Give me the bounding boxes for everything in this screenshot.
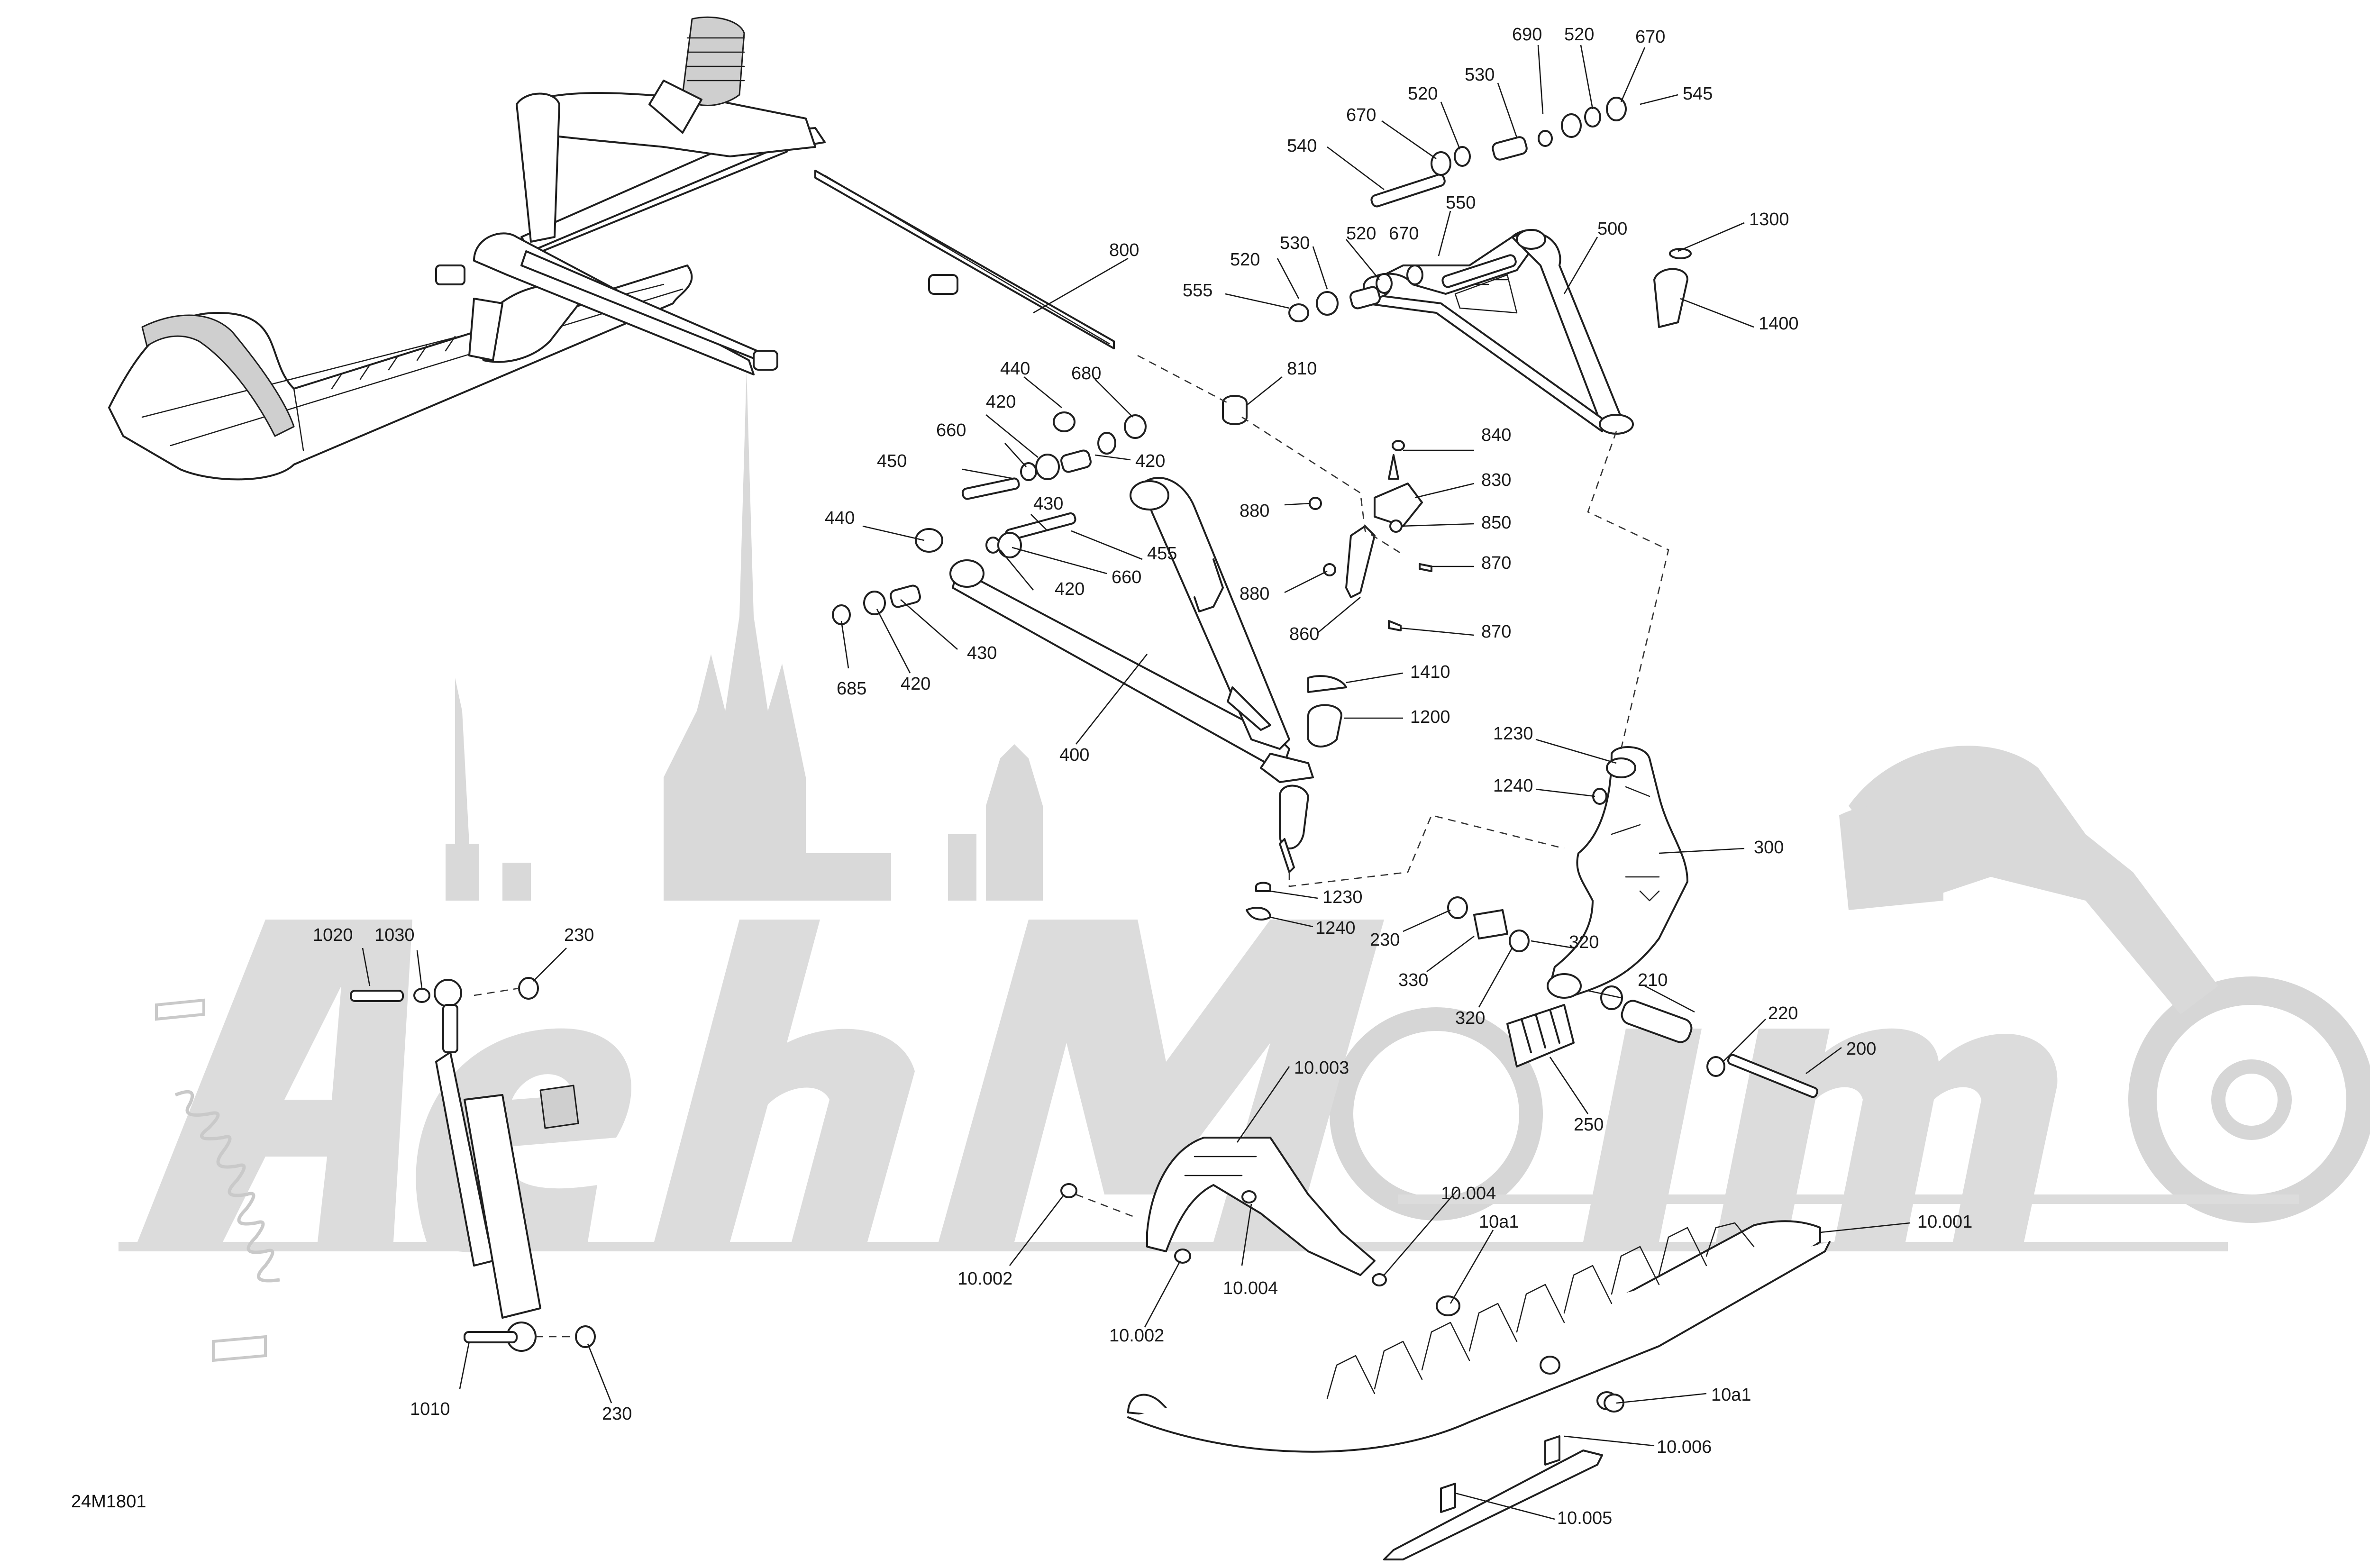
callout-455: 455 — [1147, 544, 1177, 564]
callout-680: 680 — [1071, 364, 1101, 383]
callout-520: 520 — [1408, 84, 1438, 104]
callout-210: 210 — [1638, 970, 1668, 990]
callout-1400: 1400 — [1759, 314, 1799, 334]
callout-1030: 1030 — [374, 925, 415, 945]
callout-530: 530 — [1280, 233, 1310, 253]
callout-545: 545 — [1683, 84, 1713, 104]
callout-660: 660 — [936, 420, 966, 440]
callout-520: 520 — [1564, 25, 1594, 45]
callout-1020: 1020 — [313, 925, 353, 945]
steering-link — [1309, 440, 1432, 631]
callout-685: 685 — [837, 679, 866, 699]
callout-1230: 1230 — [1493, 724, 1533, 744]
callout-320: 320 — [1569, 932, 1599, 952]
callout-10a1: 10a1 — [1479, 1212, 1519, 1232]
callout-10.002: 10.002 — [957, 1269, 1012, 1289]
callout-1010: 1010 — [410, 1399, 450, 1419]
callout-1240: 1240 — [1493, 776, 1533, 796]
spring-ghost — [155, 998, 280, 1362]
callout-10.001: 10.001 — [1917, 1212, 1972, 1232]
assembly-paths — [474, 355, 1669, 1338]
callout-550: 550 — [1446, 193, 1476, 213]
callout-1200: 1200 — [1410, 707, 1450, 727]
callout-400: 400 — [1059, 745, 1089, 765]
callout-10a1: 10a1 — [1711, 1385, 1751, 1405]
callout-230: 230 — [564, 925, 594, 945]
callout-670: 670 — [1346, 105, 1376, 125]
upper-hardware — [1222, 97, 1692, 425]
watermark-motorcycle — [1330, 746, 2370, 1223]
callout-230: 230 — [1370, 930, 1400, 950]
callout-670: 670 — [1389, 224, 1419, 244]
callout-860: 860 — [1289, 624, 1319, 644]
watermark-skyline — [446, 370, 1043, 901]
assembled-suspension — [108, 16, 1115, 481]
callout-1230: 1230 — [1322, 887, 1363, 907]
callout-810: 810 — [1287, 359, 1317, 379]
callout-1240: 1240 — [1315, 918, 1356, 938]
callout-220: 220 — [1768, 1003, 1798, 1023]
callout-250: 250 — [1574, 1115, 1604, 1135]
callout-530: 530 — [1465, 65, 1495, 85]
callout-660: 660 — [1112, 567, 1141, 587]
callout-420: 420 — [901, 674, 930, 694]
callout-330: 330 — [1398, 970, 1428, 990]
callout-10.002: 10.002 — [1109, 1326, 1164, 1346]
callout-840: 840 — [1481, 425, 1511, 445]
callout-880: 880 — [1240, 501, 1269, 521]
callout-880: 880 — [1240, 584, 1269, 604]
callout-850: 850 — [1481, 513, 1511, 533]
callout-430: 430 — [1033, 494, 1063, 514]
callout-870: 870 — [1481, 553, 1511, 573]
callout-420: 420 — [1055, 579, 1085, 599]
leader-lines — [362, 45, 1911, 1520]
callout-520: 520 — [1230, 250, 1260, 270]
callout-200: 200 — [1846, 1039, 1876, 1059]
spindle — [1246, 746, 1819, 1098]
callout-440: 440 — [825, 508, 855, 528]
callout-800: 800 — [1109, 240, 1139, 260]
callout-300: 300 — [1754, 838, 1784, 857]
lower-a-arm — [949, 477, 1314, 873]
callout-555: 555 — [1183, 281, 1212, 301]
callout-500: 500 — [1597, 219, 1627, 239]
callout-320: 320 — [1455, 1008, 1485, 1028]
callout-10.006: 10.006 — [1657, 1437, 1712, 1457]
callout-420: 420 — [986, 392, 1016, 412]
callout-10.003: 10.003 — [1294, 1058, 1349, 1078]
callout-420: 420 — [1135, 451, 1165, 471]
lower-hardware — [832, 411, 1347, 748]
callout-520: 520 — [1346, 224, 1376, 244]
ski-loop — [1060, 1137, 1387, 1286]
diagram-reference-code: 24M1801 — [71, 1492, 146, 1512]
callout-10.005: 10.005 — [1557, 1508, 1612, 1528]
callout-1300: 1300 — [1749, 210, 1789, 229]
callout-230: 230 — [602, 1404, 632, 1424]
callout-10.004: 10.004 — [1223, 1278, 1278, 1298]
ski — [1127, 1220, 1831, 1560]
callout-1410: 1410 — [1410, 662, 1450, 682]
callout-10.004: 10.004 — [1441, 1184, 1496, 1203]
callout-690: 690 — [1512, 25, 1542, 45]
callout-670: 670 — [1635, 27, 1665, 47]
callout-440: 440 — [1000, 359, 1030, 379]
shock-absorber — [350, 977, 596, 1352]
callout-540: 540 — [1287, 136, 1317, 156]
callout-450: 450 — [877, 451, 907, 471]
callout-870: 870 — [1481, 622, 1511, 642]
callout-830: 830 — [1481, 470, 1511, 490]
callout-labels: 690 520 670 545 530 520 670 540 550 500 … — [313, 25, 1972, 1528]
callout-430: 430 — [967, 643, 997, 663]
